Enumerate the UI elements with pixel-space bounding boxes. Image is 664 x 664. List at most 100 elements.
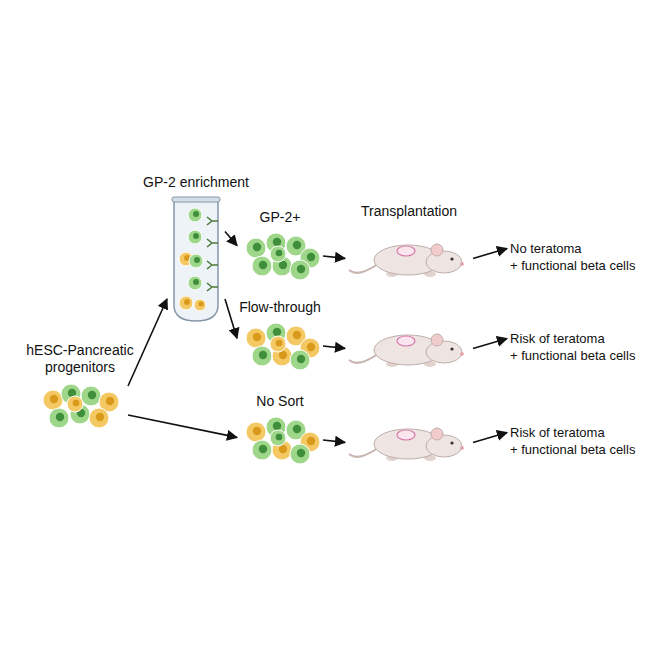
- cell-nucleus: [193, 211, 199, 217]
- column-tube: [174, 199, 218, 321]
- cell-nucleus: [273, 238, 281, 246]
- node-heading: GP-2 enrichment: [143, 174, 249, 191]
- outcome-line: No teratoma: [510, 240, 635, 257]
- mouse-tail: [349, 448, 378, 457]
- node-heading: hESC-Pancreatic progenitors: [18, 342, 143, 376]
- cell: [270, 246, 286, 262]
- mouse-eye: [450, 347, 453, 350]
- cell: [246, 238, 266, 258]
- outcome-text: No teratoma+ functional beta cells: [510, 240, 635, 274]
- cell: [290, 350, 310, 370]
- antibody: [207, 283, 218, 291]
- mouse-tail: [349, 354, 378, 363]
- mouse-ear: [431, 334, 443, 346]
- cell: [246, 422, 266, 442]
- mouse-ear: [431, 244, 443, 256]
- cell-nucleus: [276, 340, 283, 347]
- cell-nucleus: [88, 391, 96, 399]
- node-heading: Flow-through: [239, 299, 321, 316]
- mouse-head: [426, 251, 462, 273]
- cell: [188, 230, 202, 244]
- mouse-head: [426, 341, 462, 363]
- mouse-node: [348, 232, 470, 280]
- cell: [252, 346, 272, 366]
- cell: [89, 408, 109, 428]
- cell-nucleus: [73, 400, 80, 407]
- flow-arrow: [473, 249, 507, 259]
- cell-nucleus: [193, 233, 199, 239]
- cell-cluster: hESC-Pancreatic progenitors: [35, 380, 125, 430]
- antibody: [207, 239, 218, 247]
- outcome-line: Risk of teratoma: [510, 424, 635, 441]
- outcome-line: Risk of teratoma: [510, 330, 635, 347]
- mouse-ear: [431, 428, 443, 440]
- cell-nucleus: [307, 343, 315, 351]
- cell-nucleus: [293, 241, 301, 249]
- cell: [43, 390, 63, 410]
- node-heading: GP-2+: [260, 209, 301, 226]
- cell-nucleus: [293, 331, 301, 339]
- cell-nucleus: [96, 413, 104, 421]
- flow-arrow: [128, 299, 167, 386]
- mouse-node: [348, 416, 470, 464]
- cell-nucleus: [253, 333, 261, 341]
- cell: [290, 444, 310, 464]
- cell: [188, 208, 202, 222]
- node-heading: No Sort: [256, 393, 303, 410]
- outcome-detail: + functional beta cells: [510, 257, 635, 274]
- mouse-illustration: [348, 416, 470, 464]
- antibody: [207, 217, 218, 225]
- mouse-head: [426, 435, 462, 457]
- outcome-text: Risk of teratoma+ functional beta cells: [510, 330, 635, 364]
- cell: [246, 328, 266, 348]
- cell: [81, 386, 101, 406]
- graft-site: [397, 246, 415, 256]
- cell-nucleus: [307, 253, 315, 261]
- antibody: [207, 261, 218, 269]
- cell: [188, 276, 202, 290]
- enrichment-column: [170, 195, 222, 325]
- cell-nucleus: [253, 427, 261, 435]
- cell: [252, 440, 272, 460]
- cell-cluster: GP-2+: [240, 230, 320, 282]
- mouse-nose: [460, 446, 464, 450]
- cell: [67, 396, 83, 412]
- cell-cluster: No Sort: [240, 414, 320, 466]
- cell-nucleus: [56, 413, 64, 421]
- mouse-nose: [460, 262, 464, 266]
- cell-nucleus: [276, 434, 283, 441]
- cell: [252, 256, 272, 276]
- cell-nucleus: [273, 422, 281, 430]
- flow-arrow: [473, 433, 507, 443]
- cell-nucleus: [273, 328, 281, 336]
- cell: [194, 299, 206, 311]
- mouse-tail: [349, 264, 378, 273]
- cell-cluster: [240, 320, 320, 372]
- cell-nucleus: [184, 299, 190, 305]
- cell-nucleus: [307, 437, 315, 445]
- enrichment-column: GP-2 enrichment: [170, 195, 222, 325]
- cell-nucleus: [253, 243, 261, 251]
- outcome-text: Risk of teratoma+ functional beta cells: [510, 424, 635, 458]
- cell-nucleus: [193, 279, 199, 285]
- outcome-detail: + functional beta cells: [510, 441, 635, 458]
- mouse-illustration: [348, 232, 470, 280]
- cell-cluster: Flow-through: [240, 320, 320, 372]
- flow-arrow: [225, 299, 237, 338]
- cell-nucleus: [293, 425, 301, 433]
- mouse-eye: [450, 441, 453, 444]
- cell: [189, 254, 203, 268]
- flow-arrow: [128, 415, 237, 437]
- cell-nucleus: [259, 261, 267, 269]
- cell-cluster: [240, 414, 320, 466]
- cell: [270, 336, 286, 352]
- cell: [270, 430, 286, 446]
- mouse-illustration: [348, 322, 470, 370]
- cell-cluster: [35, 380, 125, 430]
- cell-cluster: [240, 230, 320, 282]
- cell-nucleus: [276, 250, 283, 257]
- cell-nucleus: [50, 395, 58, 403]
- outcome-detail: + functional beta cells: [510, 347, 635, 364]
- flow-arrow: [225, 231, 237, 245]
